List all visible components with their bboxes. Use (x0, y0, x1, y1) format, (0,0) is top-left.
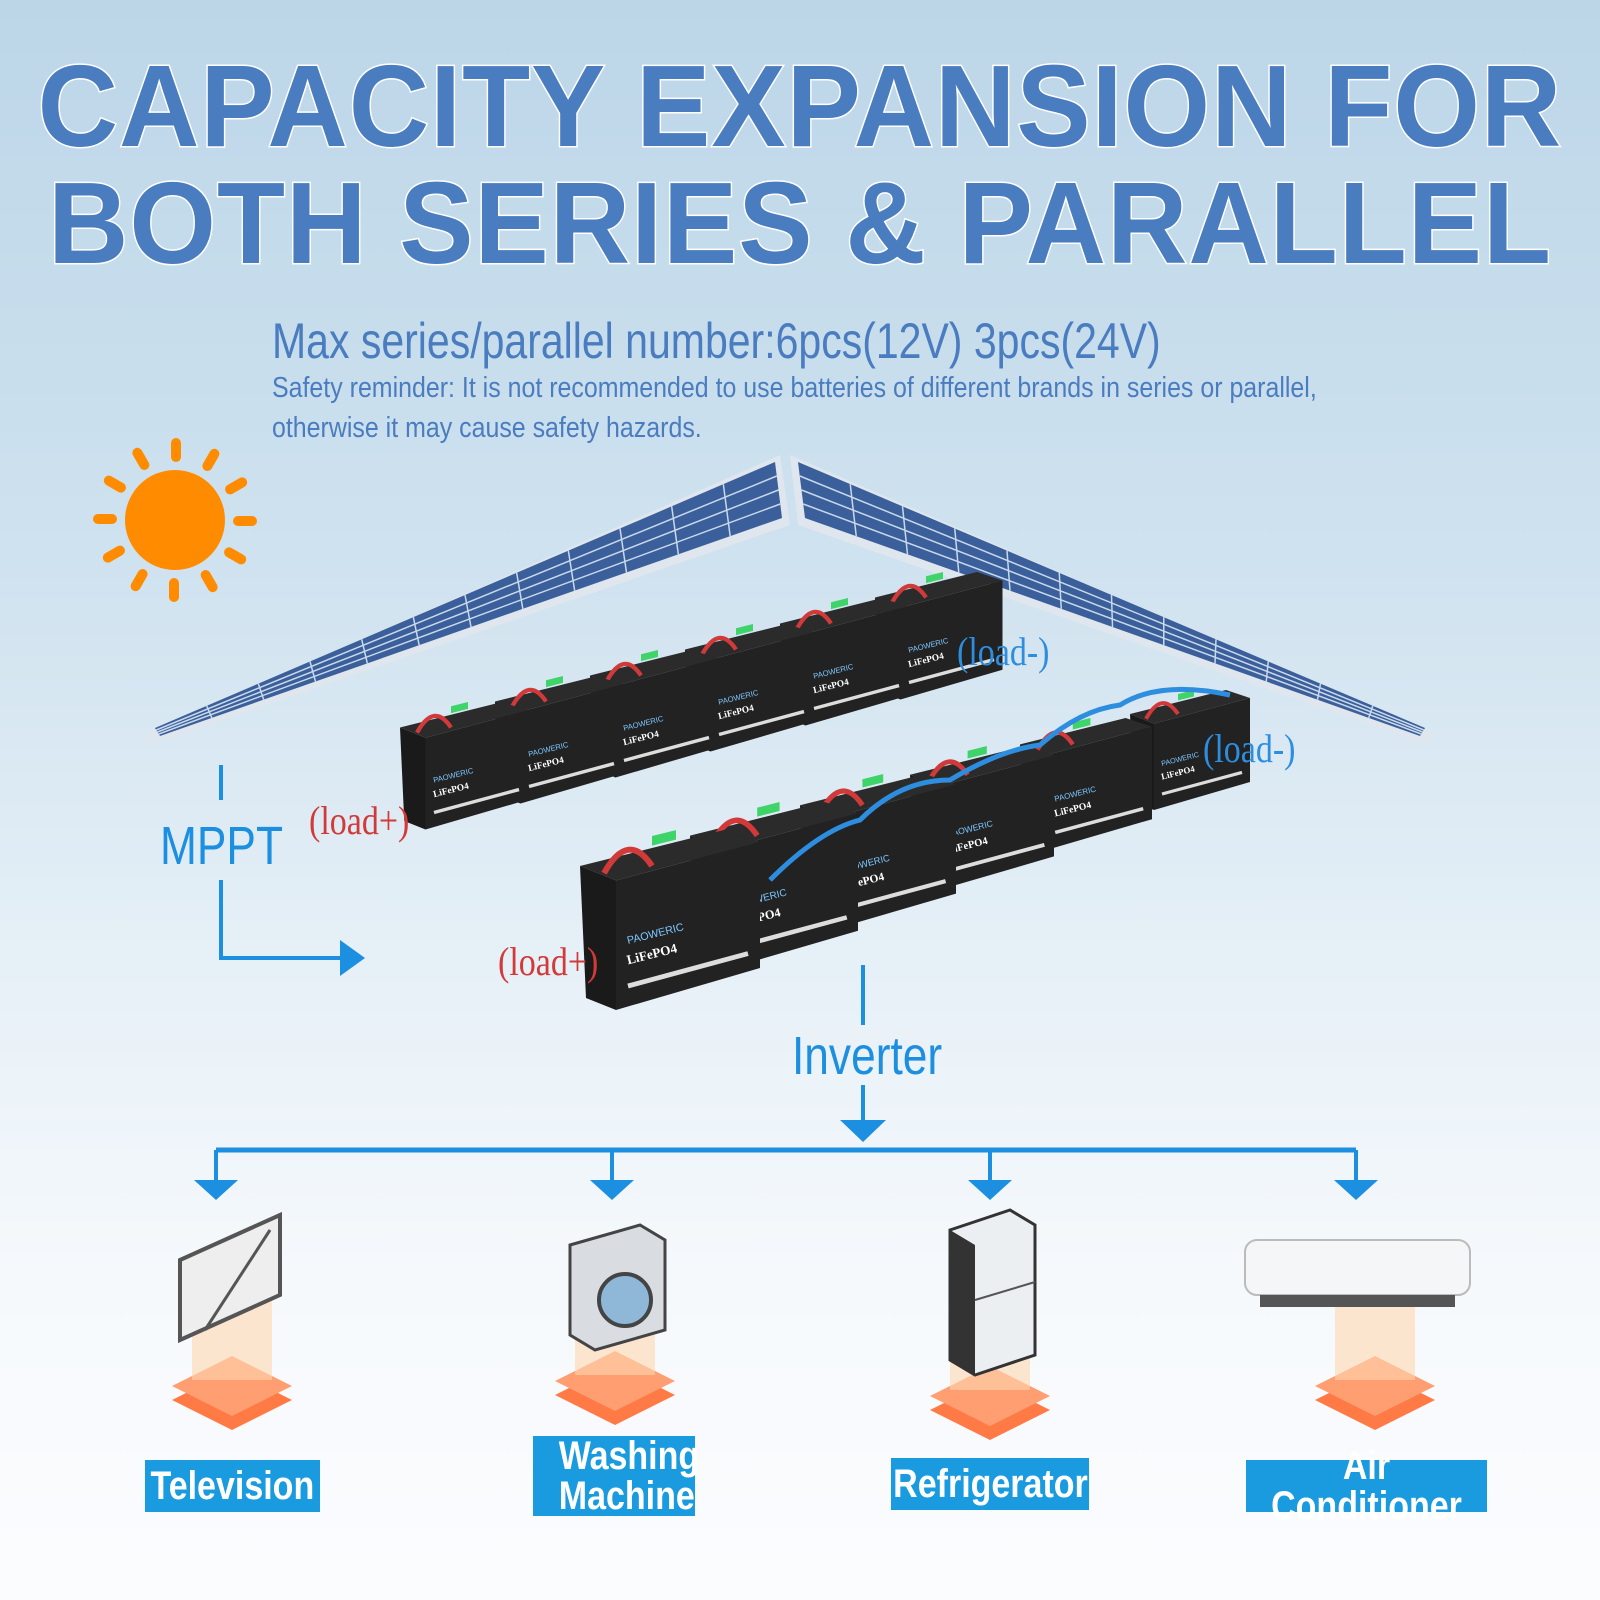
mppt-label: MPPT (160, 816, 284, 876)
row1-load-minus: (load-) (957, 629, 1050, 674)
drop-arrow-3 (968, 1150, 1012, 1200)
inverter-arrowhead (840, 1120, 886, 1142)
washing-machine-icon (555, 1223, 675, 1425)
sun-ray (132, 447, 150, 470)
row2-load-minus: (load-) (1203, 726, 1296, 771)
drop-arrow-1 (194, 1150, 238, 1200)
sun-ray (169, 578, 179, 602)
sun-ray (93, 514, 117, 524)
row1-load-plus: (load+) (309, 798, 410, 843)
appliance-label-washing-machine: Washing Machine (533, 1436, 699, 1516)
sun-ray (233, 516, 257, 526)
sun-ray (103, 475, 126, 493)
sun-icon (93, 438, 257, 602)
safety-line-2: otherwise it may cause safety hazards. (272, 412, 702, 444)
title-line-1: CAPACITY EXPANSION FOR (36, 41, 1563, 171)
row2-load-plus: (load+) (498, 939, 599, 984)
title-line-2: BOTH SERIES & PARALLEL (47, 158, 1553, 288)
negative-cable (768, 686, 1231, 882)
sun-ray (102, 545, 125, 563)
drop-arrow-2 (590, 1150, 634, 1200)
mppt-arrow (219, 765, 340, 960)
television-icon (172, 1211, 292, 1430)
sun-ray (202, 448, 220, 471)
mppt-arrowhead (340, 940, 365, 976)
sun-ray (224, 547, 247, 565)
refrigerator-icon (930, 1208, 1050, 1440)
appliance-label-television: Television (145, 1460, 320, 1512)
inverter-label: Inverter (792, 1026, 943, 1086)
appliance-label-air-conditioner: Air Conditioner (1246, 1446, 1487, 1526)
sun-ray (130, 569, 148, 592)
sun-ray (225, 477, 248, 495)
air-conditioner-icon (1244, 1239, 1471, 1430)
subtitle: Max series/parallel number:6pcs(12V) 3pc… (272, 313, 1161, 369)
solar-panel-right (790, 455, 1435, 745)
appliance-label-refrigerator: Refrigerator (891, 1458, 1089, 1510)
solar-panel-left (145, 455, 790, 745)
drop-arrow-4 (1334, 1150, 1378, 1200)
safety-line-1: Safety reminder: It is not recommended t… (272, 372, 1317, 404)
sun-ray (200, 570, 218, 593)
sun-ray (171, 438, 181, 462)
